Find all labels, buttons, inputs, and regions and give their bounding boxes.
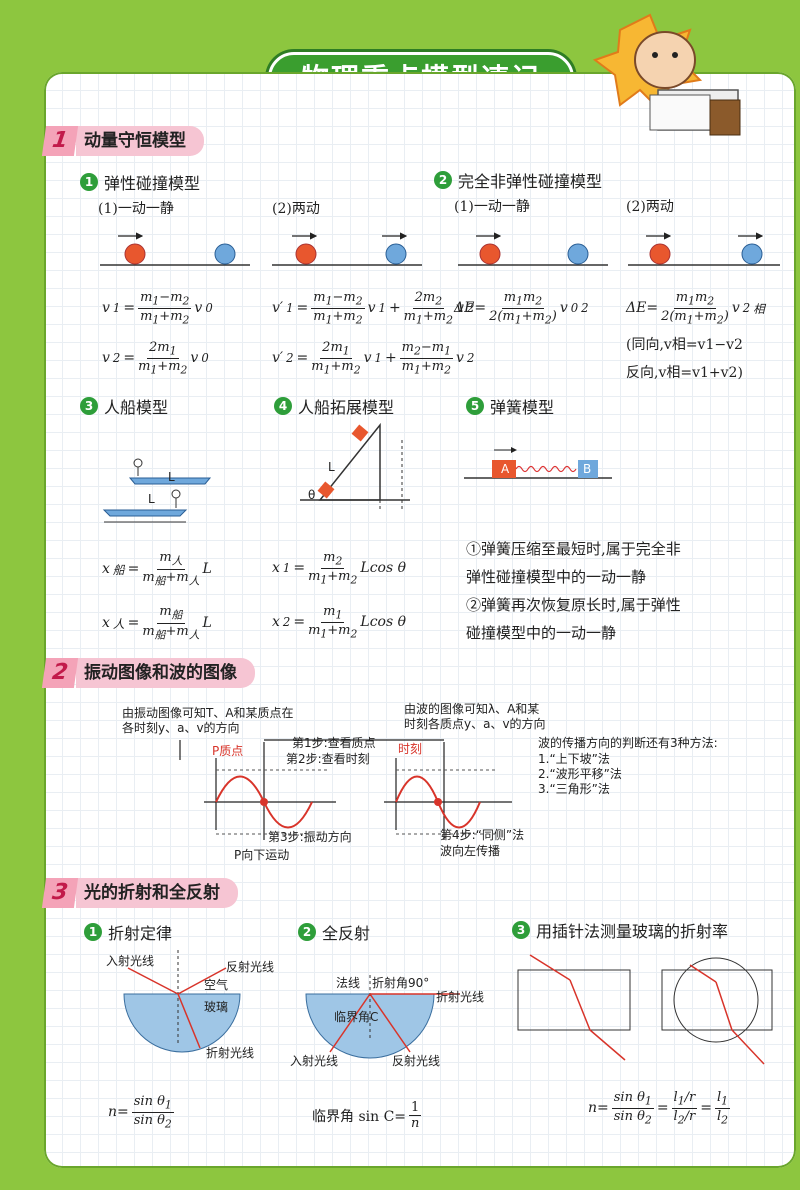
spring-note-2a: ②弹簧再次恢复原长时,属于弹性 [466, 596, 681, 614]
refracted-out-label: 折射光线 [436, 990, 485, 1004]
subtitle-inelastic: 2 完全非弹性碰撞模型 [434, 168, 602, 192]
same-direction-note: (同向,v相=v1−v2 [626, 337, 743, 353]
section-1-header: 1 动量守恒模型 [41, 126, 204, 156]
subtitle-refraction: 1 折射定律 [84, 920, 172, 944]
step-4: 第4步:“同侧”法 [440, 828, 525, 842]
length-label: L [168, 470, 175, 484]
subtitle-text: 全反射 [322, 924, 371, 943]
vibration-note-2: 各时刻y、a、v的方向 [122, 721, 240, 735]
subtitle-total-reflection: 2 全反射 [298, 920, 370, 944]
air-label: 空气 [204, 978, 229, 992]
section-title: 光的折射和全反射 [76, 878, 238, 908]
number-2-icon: 2 [434, 171, 452, 189]
number-3-icon: 3 [512, 921, 530, 939]
method-2: 2.“波形平移”法 [538, 767, 622, 781]
wave-note-2: 时刻各质点y、a、v的方向 [404, 717, 546, 731]
number-1-icon: 1 [84, 923, 102, 941]
vibration-note-1: 由振动图像可知T、A和某质点在 [122, 706, 294, 720]
critical-angle-label: 临界角C [334, 1010, 379, 1024]
subtitle-text: 用插针法测量玻璃的折射率 [536, 922, 729, 941]
step-3b: P向下运动 [234, 848, 290, 862]
subtitle-text: 完全非弹性碰撞模型 [458, 172, 603, 191]
reflected-ray-label: 反射光线 [392, 1054, 441, 1068]
incident-ray-label: 入射光线 [290, 1054, 339, 1068]
number-1-icon: 1 [80, 173, 98, 191]
subtitle-person-boat-ext: 4 人船拓展模型 [274, 394, 394, 418]
section-title: 振动图像和波的图像 [76, 658, 255, 688]
length-label: L [148, 492, 155, 506]
section-3-header: 3 光的折射和全反射 [41, 878, 238, 908]
content-panel [44, 72, 796, 1168]
case-label: (2)两动 [626, 199, 674, 215]
reflected-ray-label: 反射光线 [226, 960, 275, 974]
angle-label: θ [308, 488, 316, 502]
step-2: 第2步:查看时刻 [286, 752, 370, 766]
normal-label: 法线 [336, 976, 361, 990]
method-1: 1.“上下坡”法 [538, 752, 610, 766]
moment-label: 时刻 [398, 742, 423, 756]
subtitle-elastic: 1 弹性碰撞模型 [80, 170, 200, 194]
case-label: (2)两动 [272, 201, 320, 217]
subtitle-pin-method: 3 用插针法测量玻璃的折射率 [512, 918, 728, 942]
subtitle-person-boat: 3 人船模型 [80, 394, 168, 418]
subtitle-text: 折射定律 [108, 924, 173, 943]
subtitle-spring: 5 弹簧模型 [466, 394, 554, 418]
wave-note-1: 由波的图像可知λ、A和某 [404, 702, 540, 716]
number-4-icon: 4 [274, 397, 292, 415]
subtitle-text: 人船拓展模型 [298, 398, 395, 417]
length-label: L [328, 460, 335, 474]
method-3: 3.“三角形”法 [538, 782, 610, 796]
incident-ray-label: 入射光线 [106, 954, 155, 968]
opposite-direction-note: 反向,v相=v1+v2) [626, 365, 743, 381]
p-point-label: P质点 [212, 744, 244, 758]
block-b-label: B [583, 462, 592, 476]
refracted-ray-label: 折射光线 [206, 1046, 255, 1060]
spring-note-1a: ①弹簧压缩至最短时,属于完全非 [466, 540, 681, 558]
number-2-icon: 2 [298, 923, 316, 941]
number-5-icon: 5 [466, 397, 484, 415]
step-4b: 波向左传播 [440, 844, 501, 858]
case-label: (1)一动一静 [98, 201, 174, 217]
subtitle-text: 弹性碰撞模型 [104, 174, 201, 193]
subtitle-text: 人船模型 [104, 398, 169, 417]
section-2-header: 2 振动图像和波的图像 [41, 658, 255, 688]
critical-eq-text: 临界角 sin C= [312, 1108, 407, 1125]
subtitle-text: 弹簧模型 [490, 398, 555, 417]
number-3-icon: 3 [80, 397, 98, 415]
methods-title: 波的传播方向的判断还有3种方法: [538, 736, 718, 750]
spring-note-2b: 碰撞模型中的一动一静 [466, 624, 617, 642]
block-a-label: A [501, 462, 510, 476]
angle-90-label: 折射角90° [372, 976, 430, 990]
glass-label: 玻璃 [204, 1000, 229, 1014]
spring-note-1b: 弹性碰撞模型中的一动一静 [466, 568, 647, 586]
section-title: 动量守恒模型 [76, 126, 204, 156]
case-label: (1)一动一静 [454, 199, 530, 215]
